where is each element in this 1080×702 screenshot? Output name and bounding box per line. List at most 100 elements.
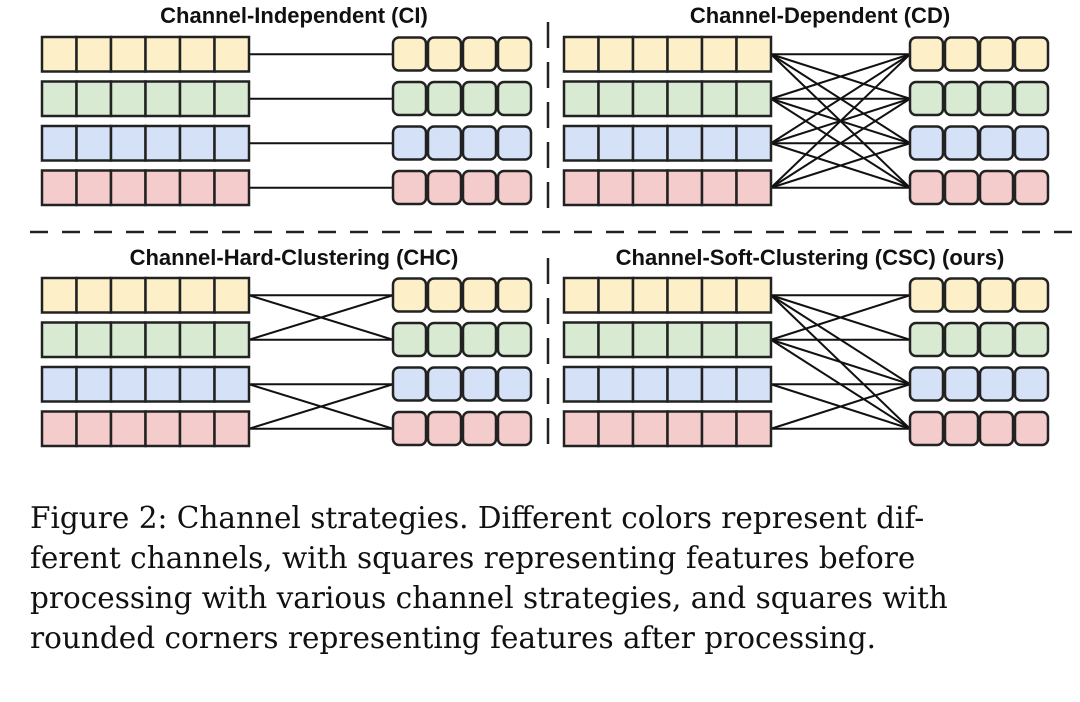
output-feature-square [908, 36, 945, 72]
output-feature-square [1013, 277, 1050, 313]
input-feature-square [666, 80, 704, 118]
input-feature-square [144, 35, 182, 73]
input-feature-square [631, 276, 669, 314]
input-feature-square [75, 321, 113, 359]
output-feature-square [978, 169, 1015, 206]
output-feature-square [978, 410, 1015, 447]
output-feature-square [426, 80, 463, 117]
output-feature-square [426, 410, 463, 447]
output-feature-square [461, 36, 498, 72]
channel-connection [770, 142, 911, 189]
connections-chc [248, 294, 394, 430]
output-feature-square [496, 366, 533, 402]
panel-csc [562, 276, 1050, 448]
output-feature-square [391, 321, 428, 358]
input-feature-square [144, 321, 182, 359]
input-feature-square [562, 80, 600, 118]
input-feature-square [109, 276, 147, 314]
caption-line-1: Figure 2: Channel strategies. Different … [30, 501, 925, 535]
output-feature-square [461, 410, 498, 447]
panel-title-chc: Channel-Hard-Clustering (CHC) [130, 245, 459, 270]
channel-row-4 [562, 169, 1050, 207]
input-feature-square [597, 321, 635, 359]
channel-row-4 [40, 410, 533, 448]
input-feature-square [562, 410, 600, 448]
channel-connection [770, 53, 911, 100]
output-feature-square [908, 80, 945, 117]
input-feature-square [40, 321, 78, 359]
input-feature-square [735, 124, 773, 162]
output-feature-square [391, 410, 428, 447]
panel-title-csc: Channel-Soft-Clustering (CSC) (ours) [616, 245, 1005, 270]
input-feature-square [178, 365, 216, 403]
input-feature-square [144, 124, 182, 162]
output-feature-square [943, 169, 980, 206]
caption-line-2: ferent channels, with squares representi… [30, 541, 916, 575]
output-feature-square [943, 36, 980, 72]
input-feature-square [178, 124, 216, 162]
input-feature-square [109, 365, 147, 403]
input-feature-square [631, 169, 669, 207]
panel-title-cd: Channel-Dependent (CD) [690, 3, 950, 28]
output-feature-square [496, 80, 533, 117]
channel-connection [248, 294, 394, 341]
input-feature-square [597, 35, 635, 73]
output-feature-square [943, 366, 980, 402]
output-feature-square [978, 321, 1015, 358]
input-feature-square [109, 35, 147, 73]
output-feature-square [461, 277, 498, 313]
input-feature-square [666, 169, 704, 207]
output-feature-square [1013, 410, 1050, 447]
figure-caption: Figure 2: Channel strategies. Different … [30, 498, 1070, 658]
output-feature-square [391, 125, 428, 161]
channel-connection [770, 383, 911, 430]
output-feature-square [426, 277, 463, 313]
input-feature-square [109, 80, 147, 118]
channel-row-3 [562, 124, 1050, 162]
output-feature-square [496, 277, 533, 313]
channel-row-2 [40, 80, 533, 118]
input-feature-square [213, 276, 251, 314]
input-feature-square [40, 124, 78, 162]
caption-line-3: processing with various channel strategi… [30, 581, 948, 615]
connections-cd [770, 53, 911, 189]
input-feature-square [75, 276, 113, 314]
output-feature-square [426, 321, 463, 358]
input-feature-square [666, 276, 704, 314]
input-feature-square [109, 410, 147, 448]
input-feature-square [144, 410, 182, 448]
input-feature-square [597, 169, 635, 207]
output-feature-square [461, 366, 498, 402]
input-feature-square [597, 410, 635, 448]
input-feature-square [735, 321, 773, 359]
input-feature-square [178, 276, 216, 314]
channel-connection [770, 338, 911, 386]
channel-row-3 [40, 124, 533, 162]
input-feature-square [700, 35, 738, 73]
output-feature-square [496, 36, 533, 72]
panel-cd [562, 35, 1050, 207]
input-feature-square [700, 169, 738, 207]
output-feature-square [426, 125, 463, 161]
input-feature-square [700, 276, 738, 314]
output-feature-square [391, 36, 428, 72]
output-feature-square [943, 410, 980, 447]
channel-row-1 [40, 35, 533, 73]
input-feature-square [666, 321, 704, 359]
output-feature-square [496, 169, 533, 206]
input-feature-square [735, 276, 773, 314]
output-feature-square [943, 321, 980, 358]
output-feature-square [1013, 36, 1050, 72]
input-feature-square [735, 169, 773, 207]
input-feature-square [700, 80, 738, 118]
input-feature-square [666, 410, 704, 448]
output-feature-square [908, 277, 945, 313]
input-feature-square [75, 124, 113, 162]
output-feature-square [496, 410, 533, 447]
input-feature-square [631, 35, 669, 73]
input-feature-square [75, 35, 113, 73]
input-feature-square [597, 276, 635, 314]
panel-ci [40, 35, 533, 207]
channel-connection [248, 383, 394, 430]
output-feature-square [461, 80, 498, 117]
